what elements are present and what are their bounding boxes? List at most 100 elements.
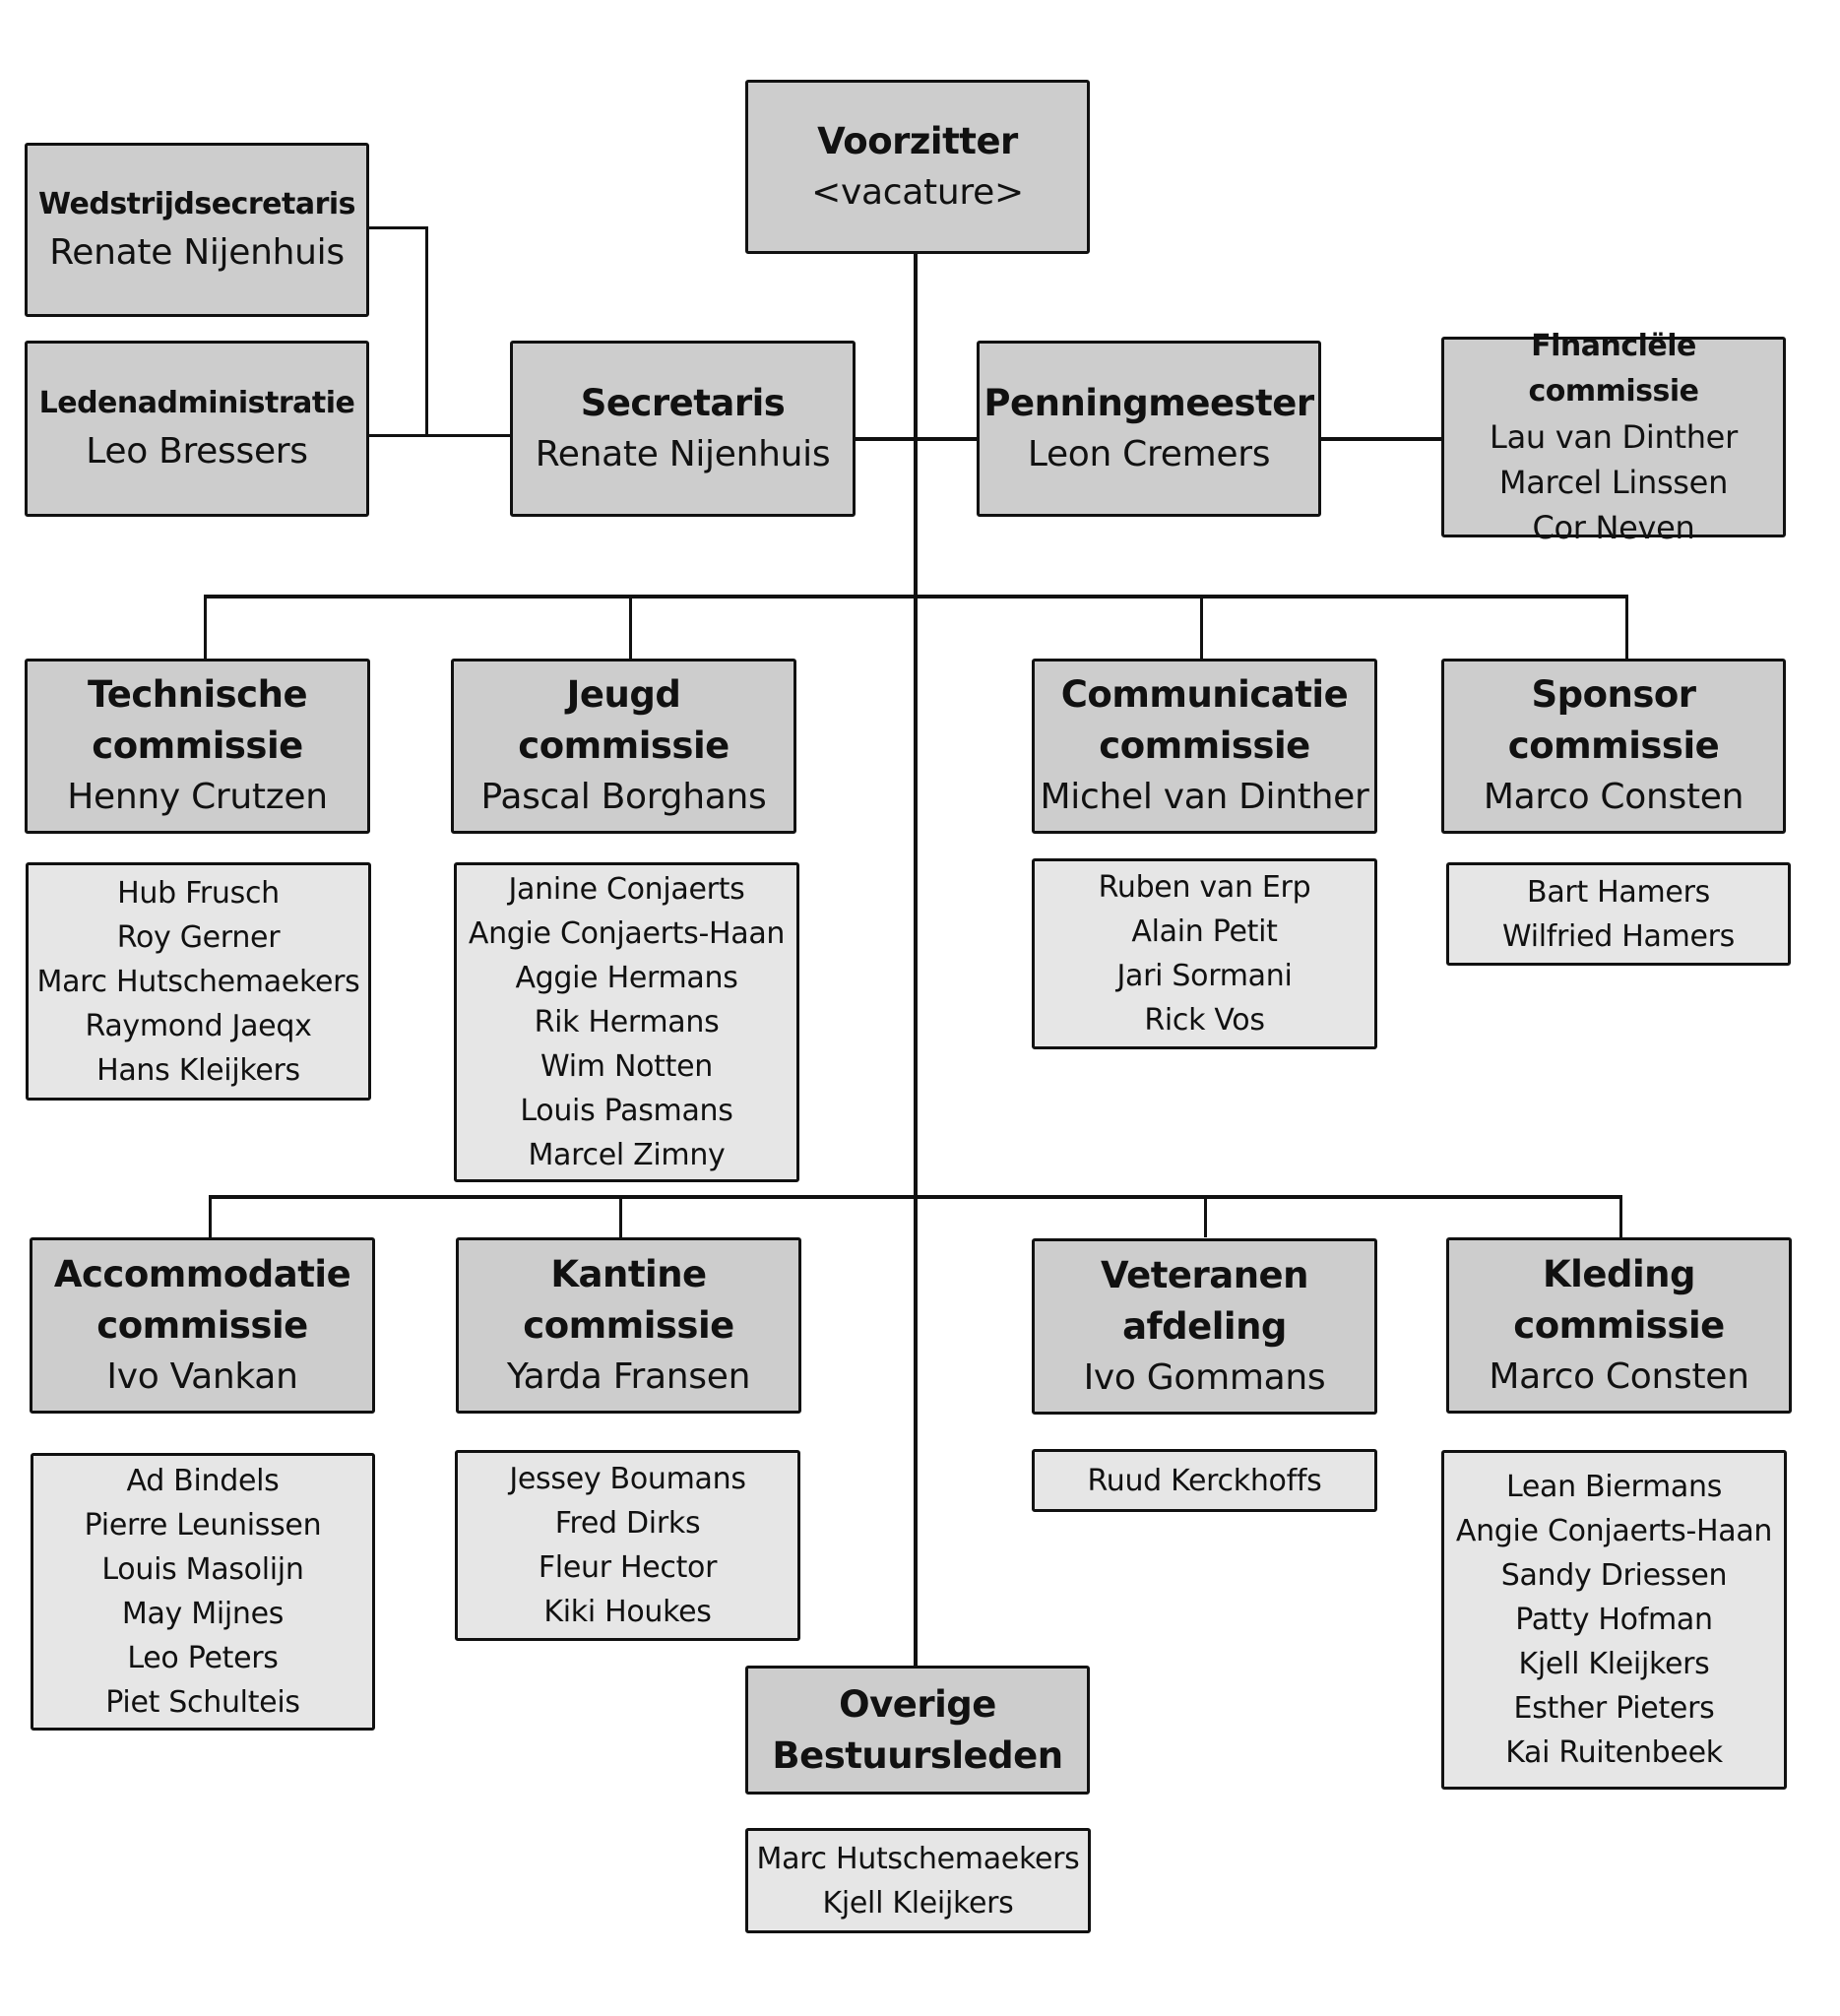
role-person: Marco Consten bbox=[1483, 777, 1745, 817]
ledenadministratie-box: Ledenadministratie Leo Bressers bbox=[25, 341, 369, 517]
member: Leo Peters bbox=[127, 1641, 279, 1675]
member: Lean Biermans bbox=[1505, 1470, 1723, 1504]
role-title: Voorzitter bbox=[817, 119, 1018, 162]
member: Marc Hutschemaekers bbox=[36, 964, 360, 999]
overige-members-box: Marc Hutschemaekers Kjell Kleijkers bbox=[745, 1828, 1091, 1933]
member: Jessey Boumans bbox=[509, 1462, 746, 1496]
financiele-commissie-box: Financiële commissie Lau van Dinther Mar… bbox=[1441, 329, 1786, 546]
role-title: Bestuursleden bbox=[772, 1733, 1063, 1777]
connector-drop-sponsor bbox=[1625, 595, 1628, 659]
kantine-members-box: Jessey Boumans Fred Dirks Fleur Hector K… bbox=[455, 1450, 800, 1641]
role-person: Ivo Gommans bbox=[1083, 1356, 1326, 1398]
role-title: Penningmeester bbox=[983, 381, 1314, 424]
role-title: commissie bbox=[1507, 724, 1720, 767]
role-person: Renate Nijenhuis bbox=[535, 433, 831, 474]
member: Kai Ruitenbeek bbox=[1505, 1735, 1723, 1770]
role-person: Michel van Dinther bbox=[1040, 777, 1369, 817]
role-title: Kleding bbox=[1543, 1252, 1695, 1295]
member: Fred Dirks bbox=[554, 1506, 701, 1541]
sponsor-members-box: Bart Hamers Wilfried Hamers bbox=[1446, 862, 1791, 966]
connector-secretaris-penningmeester bbox=[856, 437, 977, 441]
member: Fleur Hector bbox=[538, 1550, 718, 1585]
communicatie-commissie-box: Communicatie commissie Michel van Dinthe… bbox=[1032, 659, 1377, 834]
role-title: Kantine bbox=[550, 1252, 707, 1295]
member: Louis Masolijn bbox=[101, 1552, 304, 1587]
veteranen-afdeling-box: Veteranen afdeling Ivo Gommans bbox=[1032, 1238, 1377, 1415]
role-person: Leo Bressers bbox=[86, 430, 308, 472]
role-title: Accommodatie bbox=[53, 1252, 351, 1295]
member: Aggie Hermans bbox=[515, 961, 738, 995]
kleding-commissie-box: Kleding commissie Marco Consten bbox=[1446, 1237, 1792, 1414]
member: Ruud Kerckhoffs bbox=[1087, 1463, 1322, 1498]
member: Wim Notten bbox=[540, 1049, 713, 1084]
member: Wilfried Hamers bbox=[1501, 918, 1736, 954]
role-person: Leon Cremers bbox=[1027, 433, 1271, 474]
member: Janine Conjaerts bbox=[508, 872, 745, 907]
wedstrijdsecretaris-box: Wedstrijdsecretaris Renate Nijenhuis bbox=[25, 143, 369, 317]
member: Hans Kleijkers bbox=[96, 1052, 300, 1088]
voorzitter-box: Voorzitter <vacature> bbox=[745, 80, 1090, 254]
member: Louis Pasmans bbox=[520, 1094, 733, 1128]
member: Marcel Linssen bbox=[1498, 464, 1729, 501]
role-title: commissie bbox=[1099, 724, 1310, 767]
kantine-commissie-box: Kantine commissie Yarda Fransen bbox=[456, 1237, 801, 1414]
member: Kiki Houkes bbox=[543, 1595, 712, 1629]
role-title: commissie bbox=[518, 724, 730, 767]
technische-commissie-box: Technische commissie Henny Crutzen bbox=[25, 659, 370, 834]
connector-bracket-vertical bbox=[425, 226, 428, 437]
member: Marc Hutschemaekers bbox=[756, 1841, 1080, 1876]
connector-drop-kantine bbox=[619, 1195, 622, 1237]
role-title: Veteranen bbox=[1101, 1253, 1308, 1296]
member: Piet Schulteis bbox=[105, 1685, 300, 1720]
role-title: commissie bbox=[1513, 1303, 1725, 1347]
role-title: commissie bbox=[523, 1303, 734, 1347]
sponsor-commissie-box: Sponsor commissie Marco Consten bbox=[1441, 659, 1786, 834]
role-title: Ledenadministratie bbox=[38, 385, 355, 420]
role-person: Renate Nijenhuis bbox=[49, 231, 345, 273]
member: May Mijnes bbox=[121, 1597, 285, 1631]
role-title: commissie bbox=[92, 724, 303, 767]
role-person: Marco Consten bbox=[1489, 1355, 1749, 1397]
penningmeester-box: Penningmeester Leon Cremers bbox=[977, 341, 1321, 517]
connector-drop-jeugd bbox=[629, 595, 632, 659]
connector-leden-secretaris bbox=[369, 434, 510, 437]
kleding-members-box: Lean Biermans Angie Conjaerts-Haan Sandy… bbox=[1441, 1450, 1787, 1790]
connector-row1-horizontal bbox=[204, 595, 1628, 598]
connector-drop-communicatie bbox=[1200, 595, 1203, 659]
accommodatie-members-box: Ad Bindels Pierre Leunissen Louis Masoli… bbox=[31, 1453, 375, 1731]
member: Angie Conjaerts-Haan bbox=[1455, 1514, 1773, 1548]
secretaris-box: Secretaris Renate Nijenhuis bbox=[510, 341, 856, 517]
veteranen-members-box: Ruud Kerckhoffs bbox=[1032, 1449, 1377, 1512]
connector-drop-technische bbox=[204, 595, 207, 659]
member: Jari Sormani bbox=[1116, 959, 1293, 993]
connector-drop-veteranen bbox=[1204, 1195, 1207, 1237]
member: Esther Pieters bbox=[1513, 1691, 1715, 1726]
role-person: Pascal Borghans bbox=[480, 777, 767, 817]
role-title: Overige bbox=[839, 1682, 996, 1726]
member: Ad Bindels bbox=[126, 1464, 280, 1498]
connector-penningmeester-financieel bbox=[1321, 437, 1441, 441]
member: Hub Frusch bbox=[117, 875, 280, 911]
member: Marcel Zimny bbox=[528, 1138, 726, 1172]
member: Bart Hamers bbox=[1527, 874, 1710, 910]
role-person: Yarda Fransen bbox=[506, 1355, 751, 1397]
member: Roy Gerner bbox=[116, 919, 281, 955]
connector-row2-horizontal bbox=[209, 1195, 1622, 1199]
role-person: Ivo Vankan bbox=[106, 1355, 298, 1397]
role-title: Financiële commissie bbox=[1528, 329, 1699, 409]
member: Lau van Dinther bbox=[1490, 418, 1738, 456]
member: Patty Hofman bbox=[1515, 1603, 1713, 1637]
jeugd-members-box: Janine Conjaerts Angie Conjaerts-Haan Ag… bbox=[454, 862, 799, 1182]
role-title: Technische bbox=[87, 673, 308, 716]
member: Alain Petit bbox=[1131, 914, 1278, 949]
connector-drop-kleding bbox=[1619, 1195, 1622, 1237]
connector-wedstrijd-stub bbox=[369, 226, 428, 229]
member: Raymond Jaeqx bbox=[85, 1008, 312, 1043]
member: Cor Neven bbox=[1532, 509, 1695, 546]
role-title: Wedstrijdsecretaris bbox=[37, 186, 356, 221]
member: Ruben van Erp bbox=[1098, 870, 1311, 905]
role-title: commissie bbox=[96, 1303, 308, 1347]
member: Rik Hermans bbox=[534, 1005, 720, 1040]
communicatie-members-box: Ruben van Erp Alain Petit Jari Sormani R… bbox=[1032, 858, 1377, 1049]
